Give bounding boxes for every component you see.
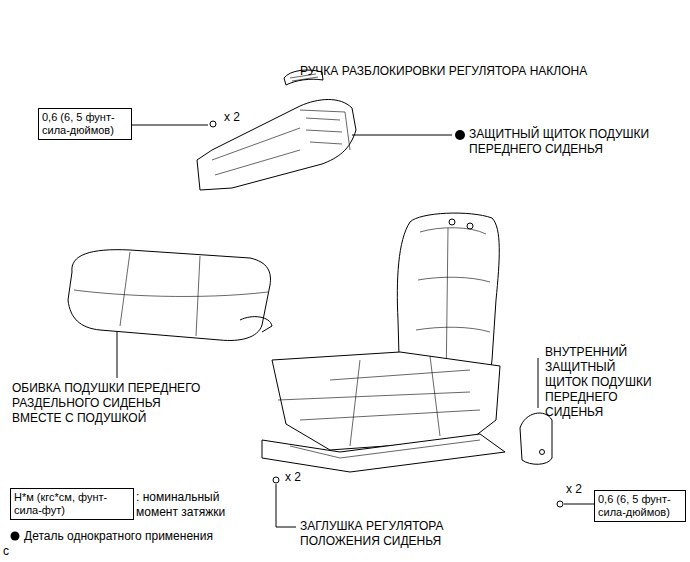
single-use-bullet xyxy=(455,130,465,140)
part-label: РУЧКА РАЗБЛОКИРОВКИ РЕГУЛЯТОРА НАКЛОНА xyxy=(300,64,680,79)
part-label: ЗАЩИТНЫЙ ЩИТОК ПОДУШКИ ПЕРЕДНЕГО СИДЕНЬЯ xyxy=(469,127,674,157)
torque-value: 0,6 (6, 5 фунт-сила-дюймов) xyxy=(42,111,128,137)
part-label: ОБИВКА ПОДУШКИ ПЕРЕДНЕГО РАЗДЕЛЬНОГО СИД… xyxy=(12,381,212,426)
legend-bullet xyxy=(11,532,20,541)
quantity-label: x 2 xyxy=(224,110,254,125)
legend-text: : номинальный момент затяжки xyxy=(136,490,246,520)
legend-text: Деталь однократного применения xyxy=(24,529,254,544)
legend-torque-box: Н*м (кгс*см, фунт-сила-фут) xyxy=(10,488,134,520)
torque-box: 0,6 (6, 5 фунт-сила-дюймов) xyxy=(594,490,686,522)
torque-box: 0,6 (6, 5 фунт-сила-дюймов) xyxy=(38,108,132,140)
quantity-label: x 2 xyxy=(285,470,315,485)
part-label: ВНУТРЕННИЙ ЗАЩИТНЫЙ ЩИТОК ПОДУШКИ ПЕРЕДН… xyxy=(545,345,657,420)
figure-code: c xyxy=(3,544,23,559)
part-label: ЗАГЛУШКА РЕГУЛЯТОРА ПОЛОЖЕНИЯ СИДЕНЬЯ xyxy=(300,519,490,549)
quantity-label: x 2 xyxy=(566,482,596,497)
torque-value: Н*м (кгс*см, фунт-сила-фут) xyxy=(14,491,130,517)
torque-value: 0,6 (6, 5 фунт-сила-дюймов) xyxy=(598,493,682,519)
